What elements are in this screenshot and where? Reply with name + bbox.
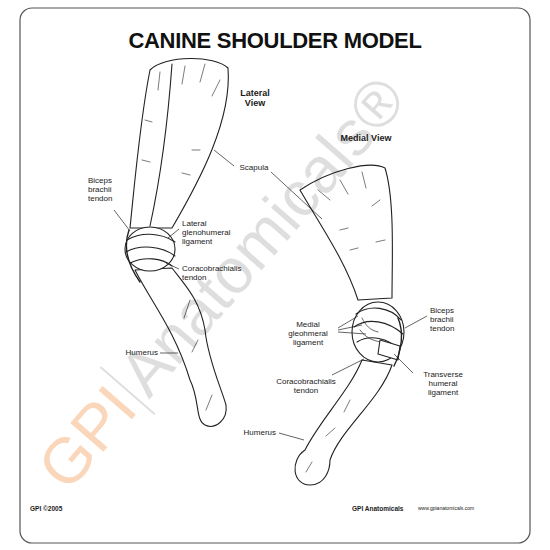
part-label: Coracobrachialis tendon <box>272 377 340 395</box>
part-label: Biceps brachii tendon <box>88 176 126 204</box>
part-label: Biceps brachii tendon <box>430 306 470 334</box>
card-border <box>20 8 530 543</box>
part-label: Humerus <box>230 428 276 437</box>
bone-hatching <box>306 400 350 472</box>
brand-name: GPI Anatomicals <box>352 505 422 512</box>
view-label: Lateral View <box>230 88 280 109</box>
part-label: Scapula <box>234 163 274 172</box>
copyright-note: GPI ©2005 <box>30 505 110 512</box>
scapula-bone <box>130 58 228 228</box>
part-label: Lateral glenohumeral ligament <box>182 219 242 247</box>
ligament-bands <box>126 234 175 266</box>
biceps-tendon <box>394 318 401 366</box>
ligament-bands <box>360 318 380 342</box>
bone-hatching <box>142 64 220 175</box>
part-label: Transverse humeral ligament <box>416 370 470 398</box>
scapular-spine <box>150 64 172 226</box>
shoulder-joint <box>352 302 404 362</box>
title: CANINE SHOULDER MODEL <box>20 28 530 53</box>
biceps-tendon <box>126 230 140 282</box>
part-label: Medial gleohmeral ligament <box>280 320 336 348</box>
view-label: Medial View <box>340 133 392 143</box>
ligament-bands <box>354 308 403 350</box>
part-label: Coracobrachialis tendon <box>182 264 248 282</box>
part-label: Humerus <box>112 348 158 357</box>
website-url: www.gpianatomicals.com <box>418 506 518 512</box>
shoulder-joint <box>125 227 175 271</box>
